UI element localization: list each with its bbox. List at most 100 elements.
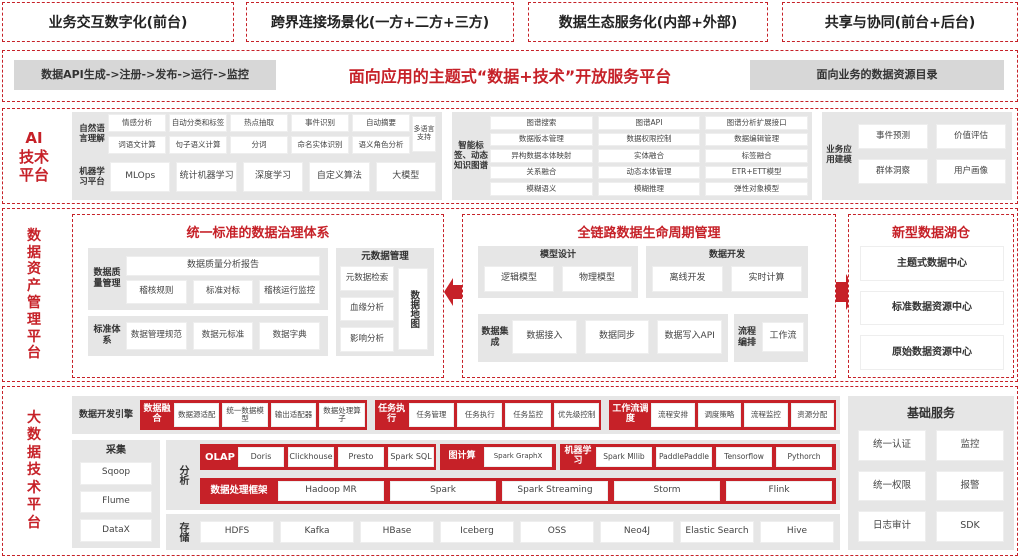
quality-report-text: 数据质量分析报告 [186,260,259,271]
kg-item-12: 模糊语义 [490,182,593,196]
base-item-2: 统一权限 [858,470,926,502]
proc-item-3: Storm [614,481,720,501]
model-items: 逻辑模型物理模型 [484,266,632,292]
engine-item: 优先级控制 [553,403,600,427]
ml-item-3: 自定义算法 [309,162,370,192]
asset-platform-title: 数据资产管理平台 [8,212,60,378]
engine-item: 数据处理算子 [319,403,365,427]
engine-group-2: 工作流调度流程安排调度策略流程监控资源分配 [609,400,836,430]
nlp-label-text: 自然语言理解 [79,123,105,144]
ml-label-text: 机器学习平台 [79,166,105,187]
platform-catalog: 面向业务的数据资源目录 [750,60,1004,90]
top-box-1: 业务交互数字化(前台) [2,2,234,42]
quality-item-0: 稽核规则 [126,280,187,304]
analysis-label-text: 分析 [177,465,188,485]
engine-item: 输出适配器 [270,403,317,427]
storage-item-2: HBase [360,521,434,543]
std-item-0: 数据管理规范 [126,322,187,350]
top-box-4: 共享与协同(前台+后台) [782,2,1018,42]
ml-label: 机器学习平台 [76,158,108,196]
olap-item-3: Spark SQL [388,447,434,467]
engine-group-label: 工作流调度 [612,404,649,424]
storage-item-6: Elastic Search [680,521,754,543]
ml-item-1: 统计机器学习 [176,162,237,192]
nlp-item-9: 语义角色分析 [352,136,410,154]
biz-item-2: 群体洞察 [858,159,928,184]
meta-items: 元数据检索血缘分析影响分析 [340,266,394,352]
kg-item-7: 实体融合 [597,149,701,163]
std-label: 标准体系 [90,318,124,354]
proc-label-text: 数据处理框架 [210,484,268,496]
biz-items: 事件预测价值评估群体洞察用户画像 [858,124,1006,184]
collect-label-text: 采集 [106,445,126,456]
gov-title: 统一标准的数据治理体系 [72,222,444,241]
lake-item-0: 主题式数据中心 [860,246,1004,281]
engine-group-1: 任务执行任务管理任务执行任务监控优先级控制 [374,400,602,430]
top-box-3: 数据生态服务化(内部+外部) [528,2,768,42]
dev-items: 离线开发实时计算 [652,266,802,292]
vertical-title-char: 台 [27,514,41,531]
platform-api-flow: 数据API生成->注册->发布->运行->监控 [14,60,276,90]
engine-item: 任务管理 [408,403,455,427]
nlp-item-5: 词语文计算 [108,136,166,154]
collect-item-0: Sqoop [80,462,152,485]
std-item-2: 数据字典 [259,322,320,350]
top-box-4-label: 共享与协同(前台+后台) [824,15,976,31]
model-item-0: 逻辑模型 [484,266,554,292]
vertical-title-char: 资 [27,261,41,278]
engine-item: 流程安排 [651,403,695,427]
kg-item-2: 图谱分析扩展接口 [705,116,808,130]
proc-item-1: Spark [390,481,496,501]
meta-title-text: 元数据管理 [361,251,409,263]
quality-item-2: 稽核运行监控 [259,280,320,304]
graph-item-text: Spark GraphX [493,452,543,461]
std-label-text: 标准体系 [93,325,121,346]
vertical-title-char: 数 [27,427,41,444]
kg-item-13: 模糊推理 [597,182,701,196]
lake-item-2: 原始数据资源中心 [860,335,1004,370]
platform-catalog-label: 面向业务的数据资源目录 [816,68,938,82]
platform-api-flow-label: 数据API生成->注册->发布->运行->监控 [41,68,249,82]
bd-ml-item-3: Pythorch [776,447,832,467]
storage-item-7: Hive [760,521,834,543]
graph-label-text: 图计算 [448,451,476,462]
base-title: 基础服务 [848,404,1014,421]
kg-item-11: ETR+ETT模型 [705,165,808,180]
biz-item-3: 用户画像 [936,159,1006,184]
engine-item: 任务监控 [505,403,551,427]
right-arrow-icon [836,274,858,310]
top-box-3-label: 数据生态服务化(内部+外部) [558,15,738,31]
flow-label: 流程编排 [734,316,760,360]
engine-label: 数据开发引擎 [74,398,138,432]
ml-item-0: MLOps [110,162,171,192]
nlp-item-1: 自动分类和标签 [169,114,227,132]
meta-map-text: 数据地图 [408,290,420,328]
life-title: 全链路数据生命周期管理 [462,222,836,241]
dev-item-1: 实时计算 [731,266,802,292]
vertical-title-char: 理 [27,311,41,328]
engine-group-0: 数据融合数据源适配统一数据模型输出适配器数据处理算子 [140,400,367,430]
integ-label-text: 数据集成 [481,327,509,348]
kg-item-3: 数据版本管理 [490,132,593,147]
dev-title: 数据开发 [646,248,808,262]
biz-label: 业务应用建模 [824,116,854,194]
meta-title: 元数据管理 [336,250,434,264]
quality-items: 稽核规则标准对标稽核运行监控 [126,280,320,304]
vertical-title-char: 数 [27,227,41,244]
lake-item-1: 标准数据资源中心 [860,290,1004,326]
kg-item-0: 图谱搜索 [490,116,593,130]
nlp-item-3: 事件识别 [291,114,349,132]
engine-item: 统一数据模型 [222,403,268,427]
vertical-title-char: 据 [27,444,41,461]
olap-item-0: Doris [238,447,284,467]
nlp-item-8: 命名实体识别 [291,136,349,154]
vertical-title-char: 产 [27,278,41,295]
nlp-item-2: 热点抽取 [230,114,288,132]
vertical-title-char: 平 [27,328,41,345]
engine-item: 任务执行 [457,403,503,427]
